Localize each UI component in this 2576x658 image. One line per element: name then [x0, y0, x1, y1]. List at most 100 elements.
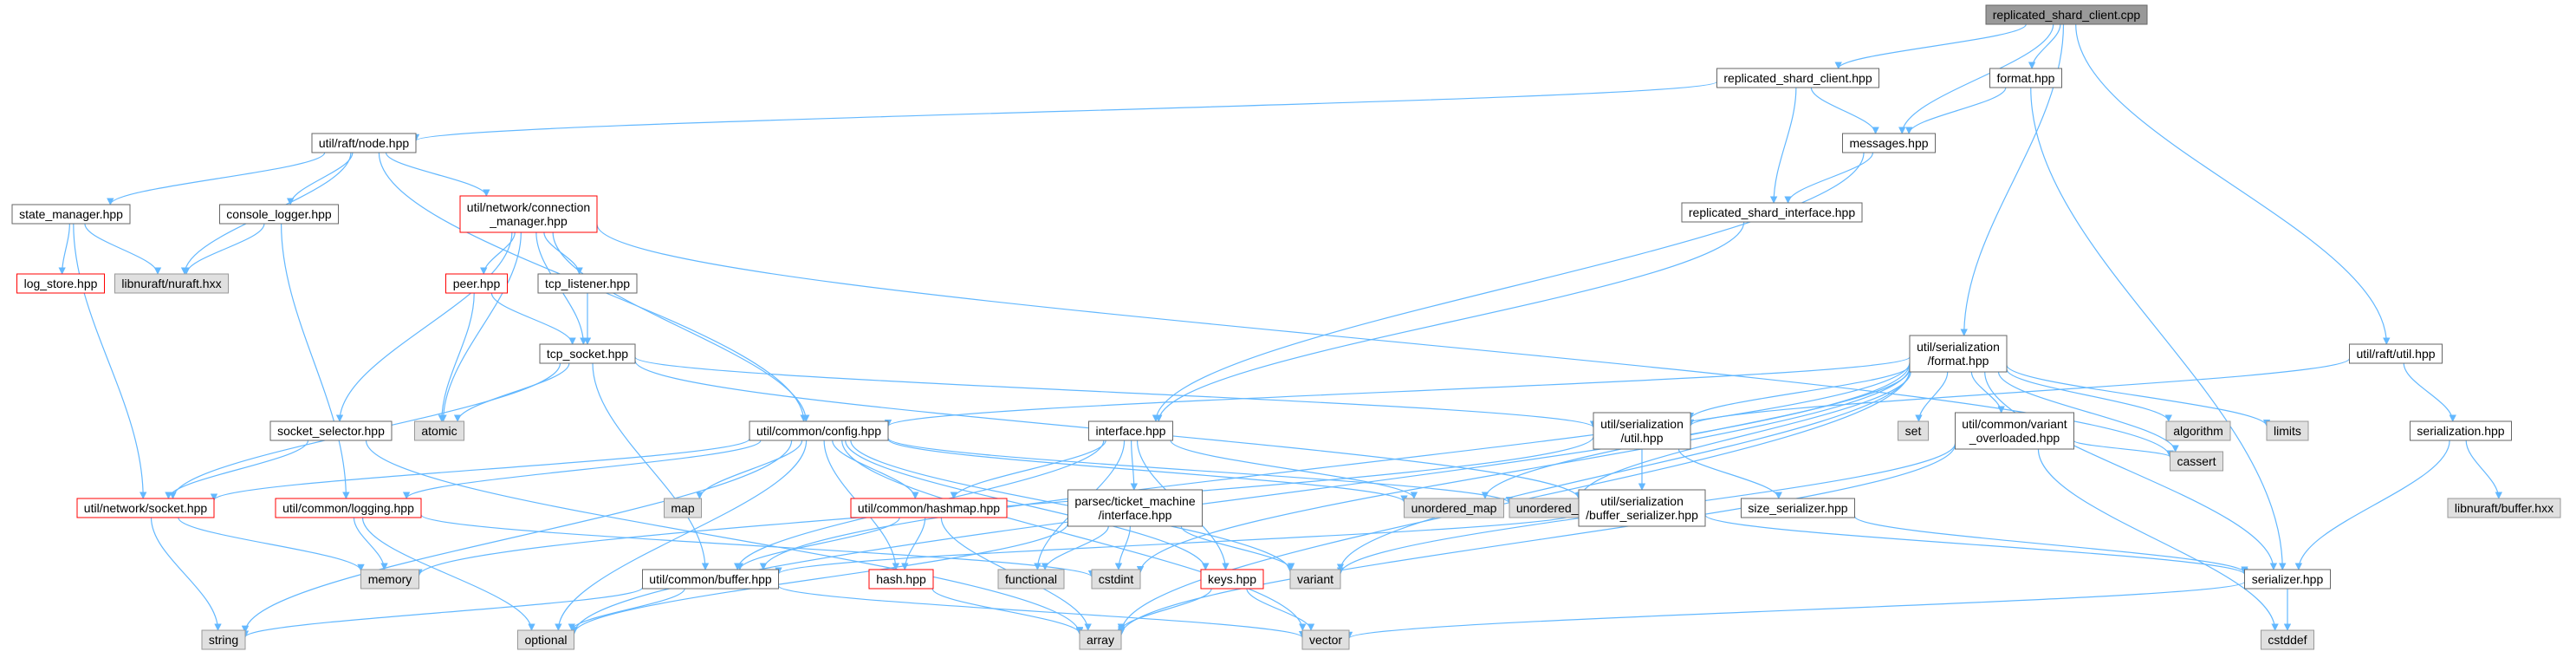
node-box [1741, 498, 1855, 518]
node-root[interactable]: replicated_shard_client.cpp [1985, 4, 2148, 25]
node-cstdint[interactable]: cstdint [1091, 569, 1141, 590]
node-node-hpp[interactable]: util/raft/node.hpp [311, 133, 417, 153]
node-variant[interactable]: variant [1289, 569, 1341, 590]
node-ser-format[interactable]: util/serialization/format.hpp [1909, 335, 2008, 373]
node-box [1593, 412, 1691, 450]
edge-parsec-iface-to-functional [1041, 525, 1109, 570]
edge-config-to-string [241, 440, 793, 634]
node-rsc-hpp[interactable]: replicated_shard_client.hpp [1716, 68, 1879, 88]
node-optional[interactable]: optional [517, 629, 574, 650]
node-tcp-listener[interactable]: tcp_listener.hpp [537, 273, 638, 294]
edge-ser-format-to-variant-ov [1970, 371, 2005, 414]
edge-keys-hpp-to-vector [1246, 588, 1315, 631]
edge-config-to-optional [555, 440, 808, 631]
node-box [1289, 569, 1341, 590]
node-box [1985, 4, 2148, 25]
node-net-socket[interactable]: util/network/socket.hpp [76, 498, 215, 518]
node-variant-ov[interactable]: util/common/variant_overloaded.hpp [1955, 412, 2074, 450]
node-serializer[interactable]: serializer.hpp [2244, 569, 2331, 590]
node-socket-selector[interactable]: socket_selector.hpp [269, 420, 393, 441]
node-label: string [209, 633, 238, 647]
edge-parsec-iface-to-optional [570, 523, 1069, 635]
node-box [1578, 489, 1706, 527]
node-label: util/serialization [1600, 494, 1684, 508]
node-hash-hpp[interactable]: hash.hpp [868, 569, 934, 590]
node-box [275, 498, 422, 518]
node-peer[interactable]: peer.hpp [445, 273, 508, 294]
node-label: keys.hpp [1208, 572, 1256, 586]
node-box [445, 273, 508, 294]
node-messages-hpp[interactable]: messages.hpp [1842, 133, 1936, 153]
edge-tcp-socket-to-ser-util [634, 356, 1597, 428]
edge-conn-mgr-to-atomic [439, 231, 522, 422]
node-map[interactable]: map [664, 498, 702, 518]
node-label: util/common/variant [1962, 417, 2067, 431]
node-box [1955, 412, 2074, 450]
edge-conn-mgr-to-peer [480, 231, 516, 275]
node-serialization-hpp[interactable]: serialization.hpp [2410, 420, 2512, 441]
node-vector[interactable]: vector [1301, 629, 1350, 650]
node-label: _overloaded.hpp [1969, 431, 2060, 445]
node-box [1301, 629, 1350, 650]
node-box [749, 420, 889, 441]
edge-socket-selector-to-net-socket [165, 440, 309, 499]
node-atomic[interactable]: atomic [414, 420, 464, 441]
node-box [2266, 420, 2309, 441]
node-parsec-iface[interactable]: parsec/ticket_machine/interface.hpp [1067, 489, 1203, 527]
node-keys-hpp[interactable]: keys.hpp [1200, 569, 1264, 590]
node-config[interactable]: util/common/config.hpp [749, 420, 889, 441]
node-string[interactable]: string [201, 629, 246, 650]
node-cassert[interactable]: cassert [2170, 451, 2223, 472]
node-raft-util[interactable]: util/raft/util.hpp [2349, 343, 2443, 364]
node-ser-buffer[interactable]: util/serialization/buffer_serializer.hpp [1578, 489, 1706, 527]
node-rsi-hpp[interactable]: replicated_shard_interface.hpp [1681, 202, 1863, 223]
node-ser-util[interactable]: util/serialization/util.hpp [1593, 412, 1691, 450]
node-log-store[interactable]: log_store.hpp [16, 273, 105, 294]
node-interface-hpp[interactable]: interface.hpp [1088, 420, 1173, 441]
node-hashmap[interactable]: util/common/hashmap.hpp [850, 498, 1008, 518]
node-limits[interactable]: limits [2266, 420, 2309, 441]
edge-node-hpp-to-conn-mgr [385, 152, 490, 197]
edge-ser-util-to-size-ser [1677, 448, 1782, 499]
nodes-layer: replicated_shard_client.cpp replicated_sh… [11, 4, 2561, 650]
node-cstddef[interactable]: cstddef [2261, 629, 2314, 650]
node-logging[interactable]: util/common/logging.hpp [275, 498, 422, 518]
edge-node-hpp-to-state-mgr [107, 152, 326, 205]
node-size-ser[interactable]: size_serializer.hpp [1741, 498, 1855, 518]
node-label: socket_selector.hpp [277, 424, 385, 438]
edge-interface-hpp-to-hashmap [950, 440, 1106, 499]
node-label: log_store.hpp [24, 277, 98, 290]
node-buffer-hpp[interactable]: util/common/buffer.hpp [642, 569, 779, 590]
edge-logging-to-optional [361, 517, 535, 631]
node-functional[interactable]: functional [997, 569, 1065, 590]
node-format-hpp[interactable]: format.hpp [1989, 68, 2062, 88]
edge-variant-ov-to-cstddef [2037, 448, 2279, 631]
node-box [11, 204, 131, 225]
node-label: util/network/connection [467, 200, 590, 214]
node-label: hash.hpp [876, 572, 926, 586]
node-console-logger[interactable]: console_logger.hpp [219, 204, 339, 225]
edge-config-to-unordered-set [887, 437, 1513, 505]
node-unordered-map[interactable]: unordered_map [1404, 498, 1504, 518]
node-label: vector [1309, 633, 1342, 647]
node-conn-mgr[interactable]: util/network/connection_manager.hpp [459, 195, 598, 233]
edge-ser-format-to-ser-util [1686, 365, 1911, 420]
node-state-mgr[interactable]: state_manager.hpp [11, 204, 131, 225]
edge-variant-ov-to-cassert [2073, 440, 2174, 458]
node-box [537, 273, 638, 294]
node-tcp-socket[interactable]: tcp_socket.hpp [539, 343, 636, 364]
node-memory[interactable]: memory [360, 569, 419, 590]
edge-peer-to-tcp-socket [490, 292, 576, 345]
node-set[interactable]: set [1898, 420, 1929, 441]
node-label: util/common/hashmap.hpp [858, 501, 1000, 515]
node-box [1091, 569, 1141, 590]
node-algorithm[interactable]: algorithm [2165, 420, 2231, 441]
node-array[interactable]: array [1079, 629, 1122, 650]
node-label: unordered_set [1516, 501, 1594, 515]
edge-ser-format-to-config [885, 356, 1911, 427]
edge-rsc-hpp-to-rsi-hpp [1769, 87, 1797, 204]
node-nuraft[interactable]: libnuraft/nuraft.hxx [114, 273, 229, 294]
node-lib-buffer[interactable]: libnuraft/buffer.hxx [2447, 498, 2561, 518]
node-box [1716, 68, 1879, 88]
node-box [269, 420, 393, 441]
